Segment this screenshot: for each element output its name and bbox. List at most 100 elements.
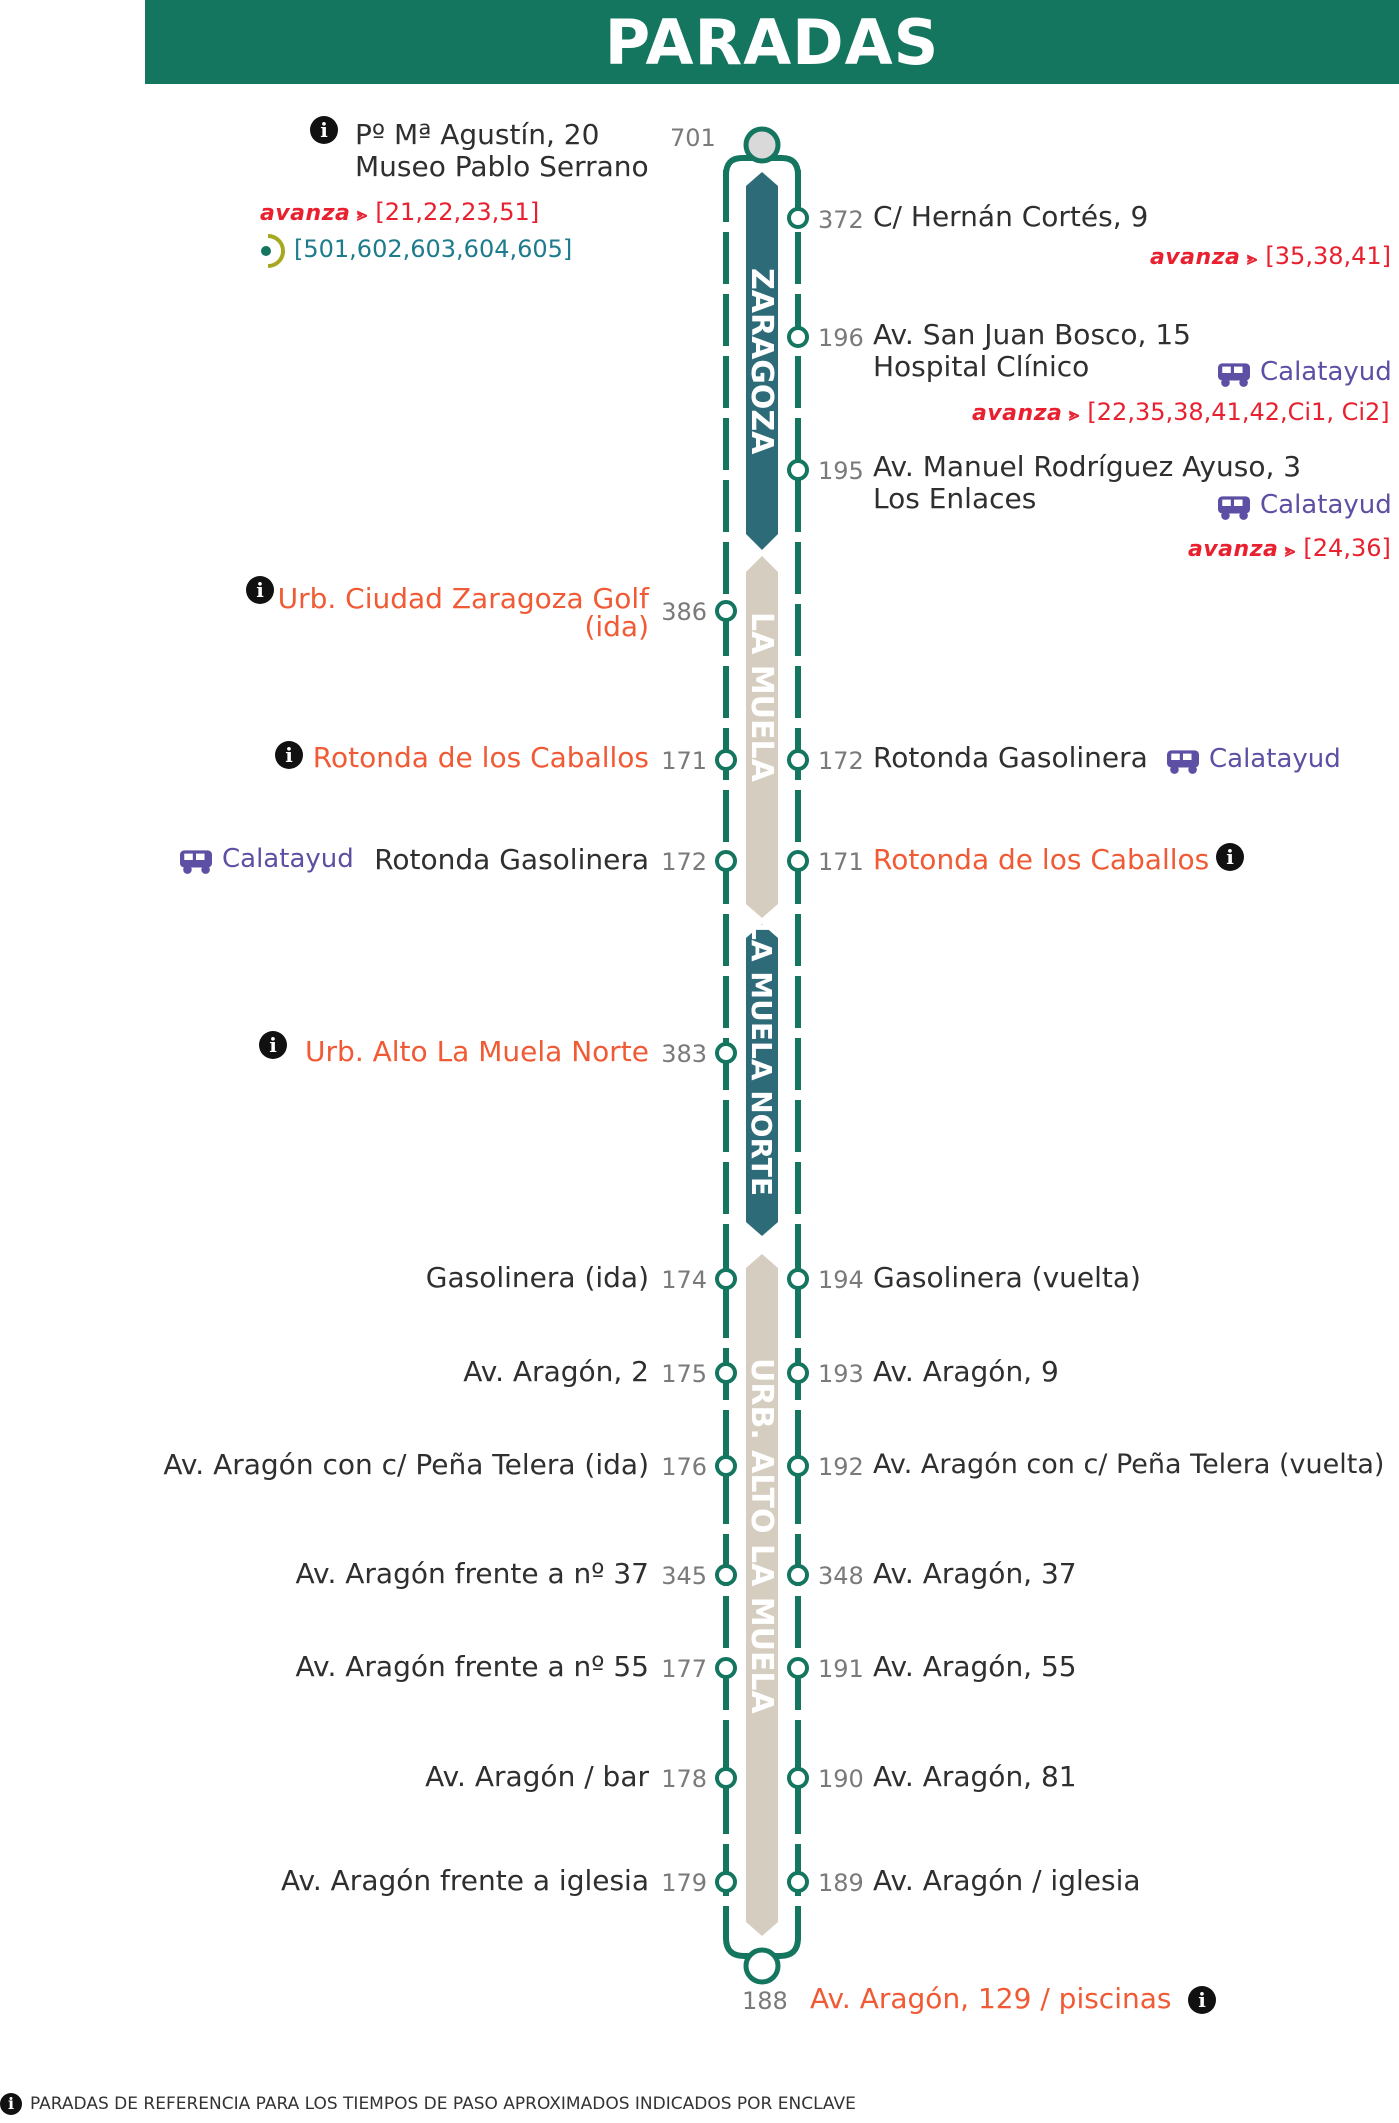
stop-code-175: 175 bbox=[661, 1360, 707, 1388]
stop-marker-177[interactable] bbox=[715, 1657, 737, 1679]
stop-name-l171: Rotonda de los Caballos bbox=[312, 741, 649, 774]
stop-marker-174[interactable] bbox=[715, 1268, 737, 1290]
stop-code-386: 386 bbox=[661, 598, 707, 626]
stop-code-191: 191 bbox=[818, 1655, 864, 1683]
start-stop-line1: Pº Mª Agustín, 20 bbox=[355, 118, 600, 151]
stop-name-176: Av. Aragón con c/ Peña Telera (ida) bbox=[163, 1448, 649, 1481]
stop-name-383: Urb. Alto La Muela Norte bbox=[305, 1035, 649, 1068]
left-stop-markers bbox=[715, 600, 737, 1893]
stop-marker-345[interactable] bbox=[715, 1564, 737, 1586]
stop-marker-372[interactable] bbox=[787, 207, 809, 229]
stop-name-196: Av. San Juan Bosco, 15 bbox=[873, 318, 1191, 351]
right-stop-markers bbox=[787, 207, 809, 1893]
stop-marker-383[interactable] bbox=[715, 1042, 737, 1064]
stop-name-175: Av. Aragón, 2 bbox=[463, 1355, 649, 1388]
calatayud-l172: Calatayud bbox=[176, 843, 354, 876]
stop-code-178: 178 bbox=[661, 1765, 707, 1793]
stop-marker-196[interactable] bbox=[787, 326, 809, 348]
stop-name-345: Av. Aragón frente a nº 37 bbox=[295, 1557, 649, 1590]
page-title: PARADAS bbox=[604, 5, 940, 79]
zone-band-urb-alto-la-muela: URB. ALTO LA MUELA bbox=[744, 1254, 779, 1936]
stop-marker-386[interactable] bbox=[715, 600, 737, 622]
stop-name-348: Av. Aragón, 37 bbox=[873, 1557, 1077, 1590]
info-icon: i bbox=[310, 116, 338, 144]
stop-marker-end[interactable] bbox=[743, 1947, 781, 1985]
stop-marker-194[interactable] bbox=[787, 1268, 809, 1290]
stop-code-348: 348 bbox=[818, 1562, 864, 1590]
stop-marker-179[interactable] bbox=[715, 1871, 737, 1893]
stop-marker-192[interactable] bbox=[787, 1455, 809, 1477]
stop-marker-r172[interactable] bbox=[787, 749, 809, 771]
footnote-text: PARADAS DE REFERENCIA PARA LOS TIEMPOS D… bbox=[30, 2094, 856, 2114]
stop-marker-l172[interactable] bbox=[715, 850, 737, 872]
calatayud-195: Calatayud bbox=[1214, 489, 1392, 522]
stop-name-195: Av. Manuel Rodríguez Ayuso, 3 bbox=[873, 450, 1302, 483]
stop-marker-r171[interactable] bbox=[787, 850, 809, 872]
start-avanza-lines: avanza [21,22,23,51] bbox=[260, 197, 539, 230]
avanza-logo-icon: avanza bbox=[1188, 537, 1296, 562]
stop-code-194: 194 bbox=[818, 1266, 864, 1294]
zone-band-la-muela-norte: LA MUELA NORTE bbox=[745, 922, 778, 1236]
stop-name-190: Av. Aragón, 81 bbox=[873, 1760, 1077, 1793]
header-bar: PARADAS bbox=[145, 0, 1399, 84]
stop-code-174: 174 bbox=[661, 1266, 707, 1294]
stop-code-179: 179 bbox=[661, 1869, 707, 1897]
stop-name-189: Av. Aragón / iglesia bbox=[873, 1864, 1141, 1897]
footnote: i PARADAS DE REFERENCIA PARA LOS TIEMPOS … bbox=[0, 2091, 856, 2117]
stop-code-176: 176 bbox=[661, 1453, 707, 1481]
stop-code-383: 383 bbox=[661, 1040, 707, 1068]
zone-label-urb-alto-la-muela: URB. ALTO LA MUELA bbox=[744, 1358, 779, 1715]
stop-name-372: C/ Hernán Cortés, 9 bbox=[873, 200, 1149, 233]
zone-band-la-muela: LA MUELA bbox=[744, 556, 779, 918]
calatayud-196: Calatayud bbox=[1214, 356, 1392, 389]
info-icon: i bbox=[259, 1031, 287, 1059]
avanza-lines-195: avanza [24,36] bbox=[1188, 533, 1391, 566]
info-icon: i bbox=[0, 2093, 22, 2115]
stop-marker-195[interactable] bbox=[787, 459, 809, 481]
avanza-lines-196: avanza [22,35,38,41,42,Ci1, Ci2] bbox=[972, 397, 1390, 430]
stop-code-372: 372 bbox=[818, 206, 864, 234]
bus-icon bbox=[1218, 362, 1250, 387]
stop-marker-191[interactable] bbox=[787, 1657, 809, 1679]
bus-icon bbox=[180, 849, 212, 874]
stop-marker-193[interactable] bbox=[787, 1362, 809, 1384]
stop-marker-178[interactable] bbox=[715, 1767, 737, 1789]
stop-sub-196: Hospital Clínico bbox=[873, 350, 1090, 383]
info-icon: i bbox=[1216, 843, 1244, 871]
stop-sub-195: Los Enlaces bbox=[873, 482, 1037, 515]
avanza-logo-icon: avanza bbox=[972, 401, 1080, 426]
stop-code-r171: 171 bbox=[818, 848, 864, 876]
bus-icon bbox=[1167, 749, 1199, 774]
stop-marker-176[interactable] bbox=[715, 1455, 737, 1477]
info-icon: i bbox=[275, 741, 303, 769]
zone-band-zaragoza: ZARAGOZA bbox=[744, 172, 779, 550]
stop-code-196: 196 bbox=[818, 324, 864, 352]
stop-marker-l171[interactable] bbox=[715, 749, 737, 771]
avanza-logo-icon: avanza bbox=[260, 201, 368, 226]
stop-name-178: Av. Aragón / bar bbox=[425, 1760, 649, 1793]
info-icon: i bbox=[1188, 1986, 1216, 2014]
stop-marker-189[interactable] bbox=[787, 1871, 809, 1893]
stop-marker-190[interactable] bbox=[787, 1767, 809, 1789]
start-stop-code: 701 bbox=[670, 124, 716, 152]
stop-sub-386: (ida) bbox=[584, 610, 649, 643]
stop-name-174: Gasolinera (ida) bbox=[425, 1261, 649, 1294]
stop-code-189: 189 bbox=[818, 1869, 864, 1897]
start-stop-line2: Museo Pablo Serrano bbox=[355, 150, 649, 183]
stop-name-r171: Rotonda de los Caballos bbox=[873, 843, 1210, 876]
stop-name-l172: Rotonda Gasolinera bbox=[374, 843, 649, 876]
avanza-logo-icon: avanza bbox=[1150, 245, 1258, 270]
stop-code-193: 193 bbox=[818, 1360, 864, 1388]
stop-marker-start[interactable] bbox=[743, 126, 781, 164]
stop-marker-175[interactable] bbox=[715, 1362, 737, 1384]
stop-code-177: 177 bbox=[661, 1655, 707, 1683]
stop-name-191: Av. Aragón, 55 bbox=[873, 1650, 1077, 1683]
stop-code-l172: 172 bbox=[661, 848, 707, 876]
zone-label-la-muela: LA MUELA bbox=[744, 612, 779, 783]
stop-name-192: Av. Aragón con c/ Peña Telera (vuelta) bbox=[873, 1449, 1385, 1480]
stop-marker-348[interactable] bbox=[787, 1564, 809, 1586]
stop-name-179: Av. Aragón frente a iglesia bbox=[280, 1864, 649, 1897]
stop-name-386: Urb. Ciudad Zaragoza Golf bbox=[277, 582, 649, 615]
zone-label-la-muela-norte: LA MUELA NORTE bbox=[745, 922, 778, 1196]
avanza-lines-372: avanza [35,38,41] bbox=[1150, 241, 1391, 274]
